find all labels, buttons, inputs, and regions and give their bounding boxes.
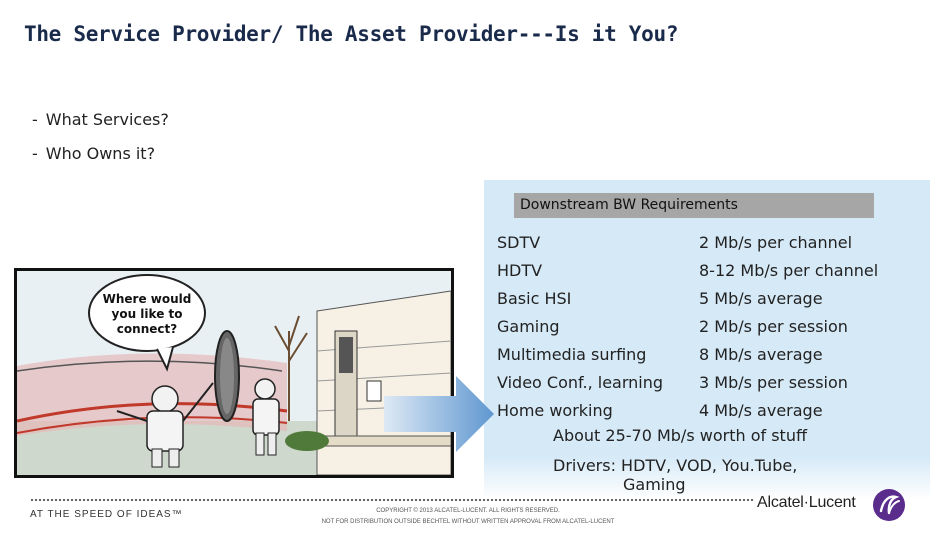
slide-title: The Service Provider/ The Asset Provider…	[24, 22, 679, 46]
cartoon-illustration: Where would you like to connect?	[14, 268, 454, 478]
arrow-right-icon	[384, 376, 494, 452]
bullet-who-owns: -Who Owns it?	[32, 144, 156, 163]
footer-tagline: AT THE SPEED OF IDEAS™	[30, 509, 183, 520]
requirements-header: Downstream BW Requirements	[514, 193, 874, 218]
company-logo-text: Alcatel·Lucent	[757, 494, 856, 511]
bullet-what-services: -What Services?	[32, 110, 169, 129]
footer-dotted-rule	[30, 497, 754, 503]
speech-line-3: connect?	[117, 322, 177, 336]
cartoon-drawing: Where would you like to connect?	[17, 271, 451, 475]
footer-copyright: COPYRIGHT © 2013 ALCATEL-LUCENT. ALL RIG…	[321, 508, 615, 525]
requirements-panel-fade	[484, 456, 930, 500]
speech-line-2: you like to	[112, 307, 183, 321]
speech-line-1: Where would	[103, 292, 192, 306]
drivers-text: Drivers: HDTV, VOD, You.Tube,Gaming	[553, 456, 798, 494]
total-bandwidth: About 25-70 Mb/s worth of stuff	[553, 426, 807, 445]
requirements-panel	[484, 180, 930, 456]
company-logo-icon	[873, 489, 905, 521]
